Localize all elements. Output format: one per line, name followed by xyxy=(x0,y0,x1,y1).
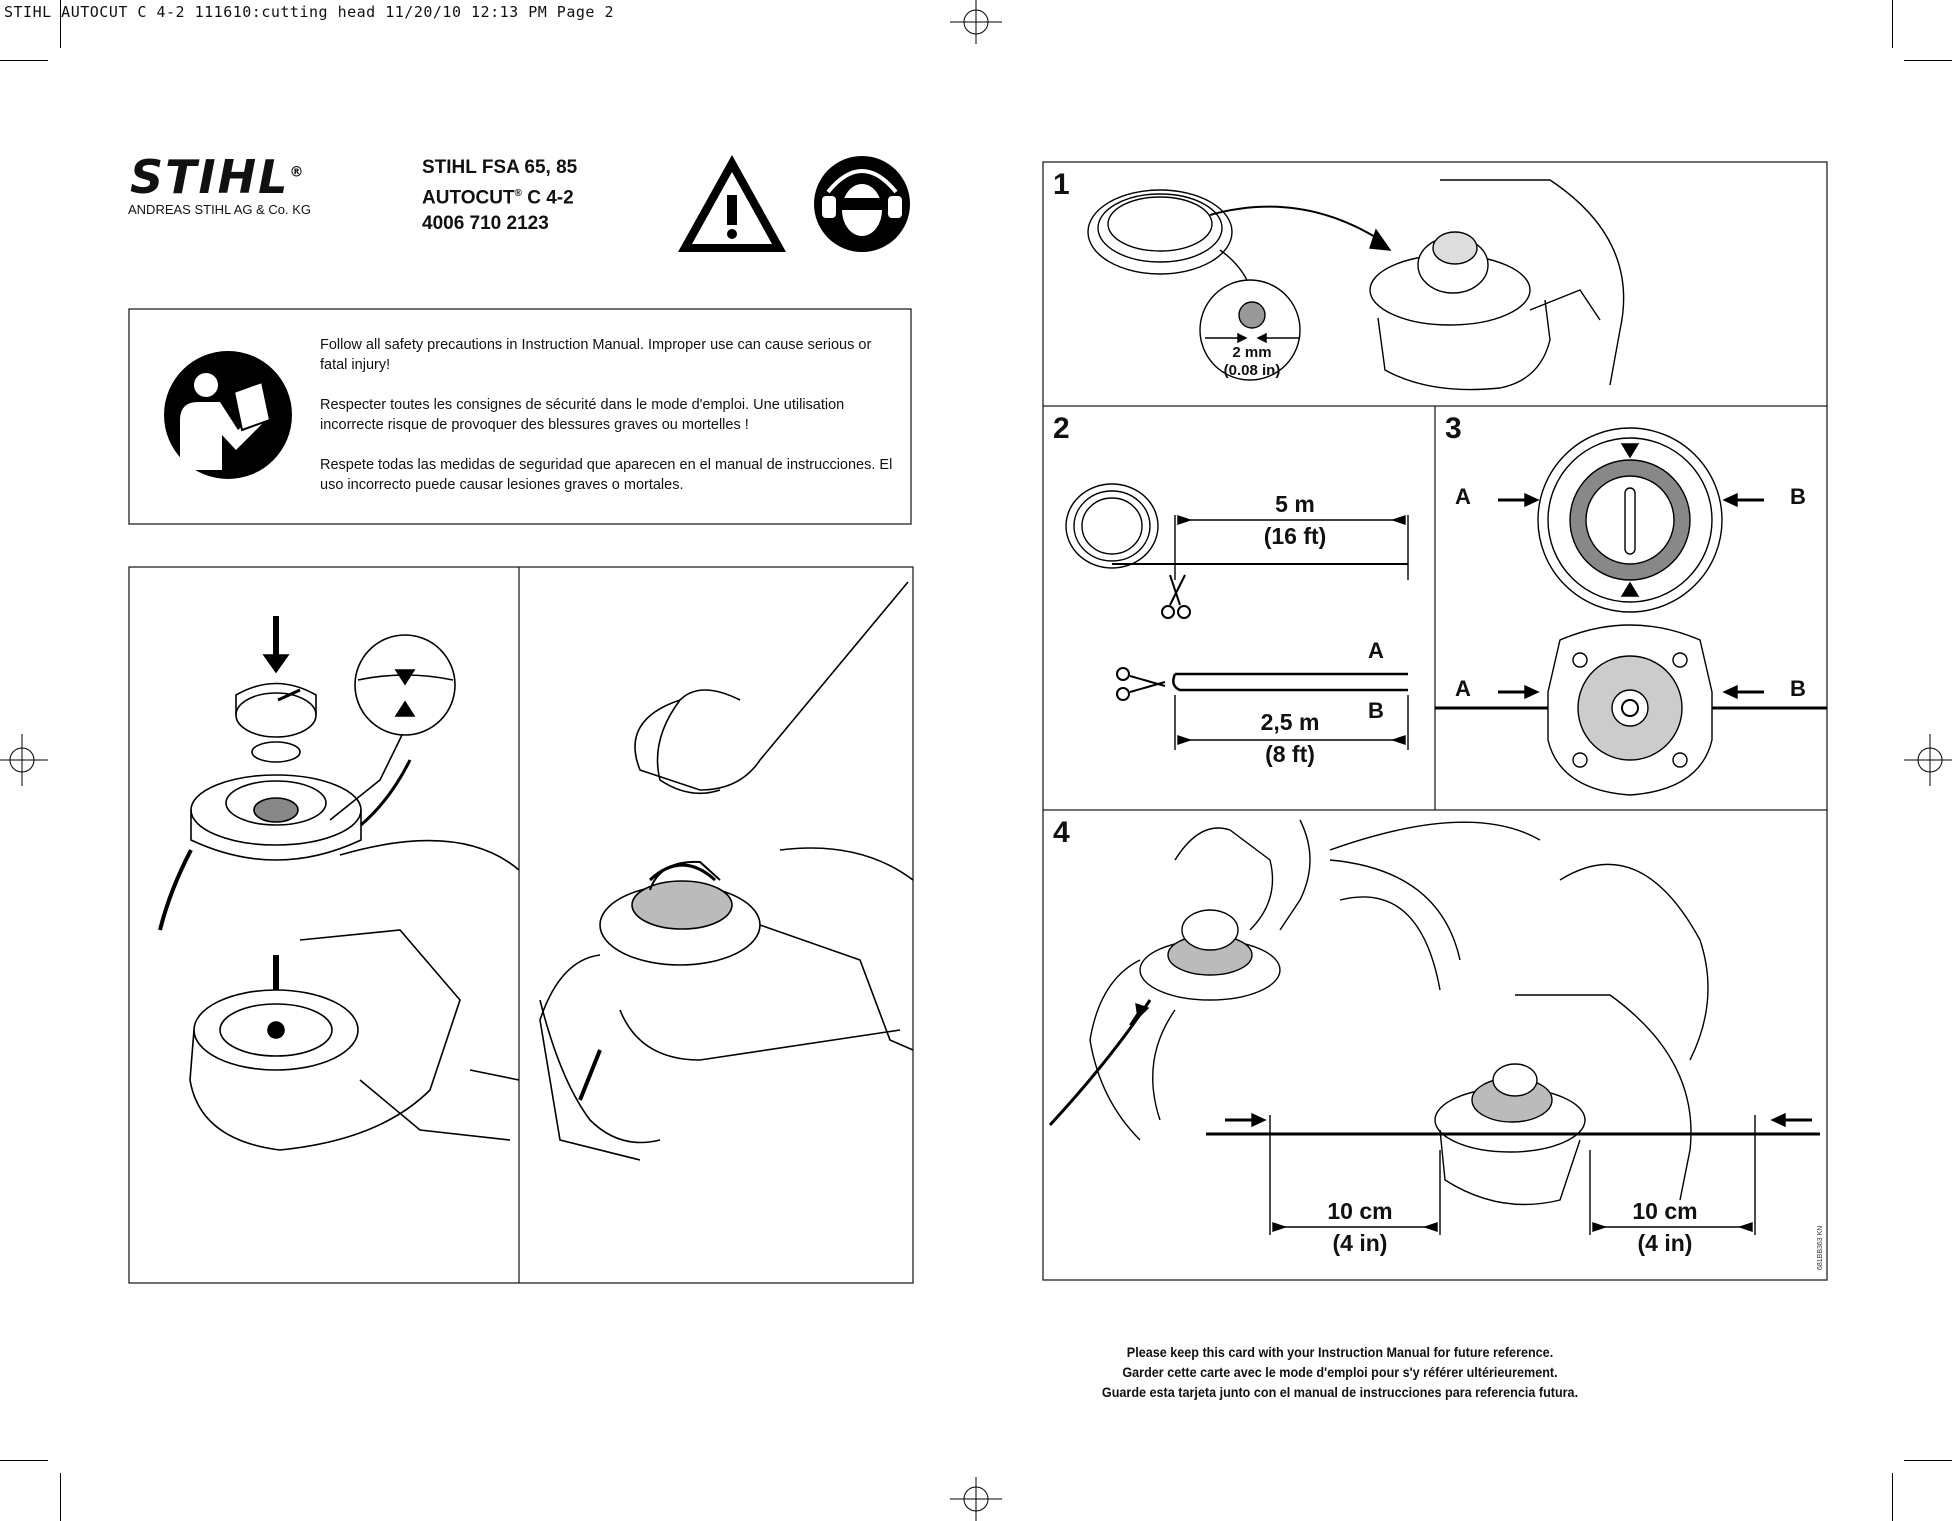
product-model: STIHL FSA 65, 85 xyxy=(422,157,578,178)
side-b-label: B xyxy=(1790,484,1806,509)
stihl-logo: STIHL® xyxy=(130,150,306,204)
notice-en: Please keep this card with your Instruct… xyxy=(1126,1344,1554,1360)
product-part-number: 4006 710 2123 xyxy=(422,213,549,235)
step-number: 4 xyxy=(1053,816,1070,849)
right-line-length-label: 10 cm (4 in) xyxy=(1632,1198,1698,1256)
safety-en: Follow all safety precautions in Instruc… xyxy=(320,337,872,373)
scissors-icon xyxy=(1161,574,1191,619)
hand-tightening-illustration xyxy=(539,581,914,1161)
product-title: STIHL FSA 65, 85 AUTOCUT® C 4-2 4006 710… xyxy=(422,155,577,237)
spool-top-view-illustration xyxy=(1435,427,1827,796)
cap-exploded-illustration xyxy=(158,616,520,1151)
step-number: 1 xyxy=(1053,168,1070,201)
read-manual-icon xyxy=(164,351,292,479)
half-length-label: 2,5 m (8 ft) xyxy=(1260,709,1320,767)
notice-fr: Garder cette carte avec le mode d'emploi… xyxy=(1122,1364,1558,1380)
notice-es: Guarde esta tarjeta junto con el manual … xyxy=(1101,1384,1579,1400)
left-line-length-label: 10 cm (4 in) xyxy=(1327,1198,1393,1256)
side-a-label: A xyxy=(1455,676,1471,701)
scissors-icon xyxy=(1116,667,1166,701)
line-insertion-illustration xyxy=(1048,819,1820,1235)
line-measure-illustration xyxy=(1065,483,1409,750)
step-number: 2 xyxy=(1053,412,1070,445)
line-end-a-label: A xyxy=(1368,638,1384,663)
warning-triangle-icon xyxy=(678,155,786,252)
product-head: AUTOCUT® C 4-2 xyxy=(422,187,574,209)
side-a-label: A xyxy=(1455,484,1471,509)
line-diameter-label: 2 mm (0.08 in) xyxy=(1223,344,1281,379)
eye-ear-protection-icon xyxy=(814,156,910,252)
step-number: 3 xyxy=(1445,412,1462,445)
print-slug: STIHL AUTOCUT C 4-2 111610:cutting head … xyxy=(4,3,614,21)
line-end-b-label: B xyxy=(1368,698,1384,723)
side-b-label: B xyxy=(1790,676,1806,701)
safety-warning-text: Follow all safety precautions in Instruc… xyxy=(320,335,900,515)
line-coil-illustration xyxy=(1087,179,1625,391)
total-length-label: 5 m (16 ft) xyxy=(1263,491,1327,549)
keep-card-notice: Please keep this card with your Instruct… xyxy=(1070,1342,1610,1402)
safety-es: Respete todas las medidas de seguridad q… xyxy=(320,457,893,493)
art-code-right: 681BB363 KN xyxy=(1817,1226,1824,1270)
company-name: ANDREAS STIHL AG & Co. KG xyxy=(128,202,312,217)
safety-fr: Respecter toutes les consignes de sécuri… xyxy=(320,397,845,433)
